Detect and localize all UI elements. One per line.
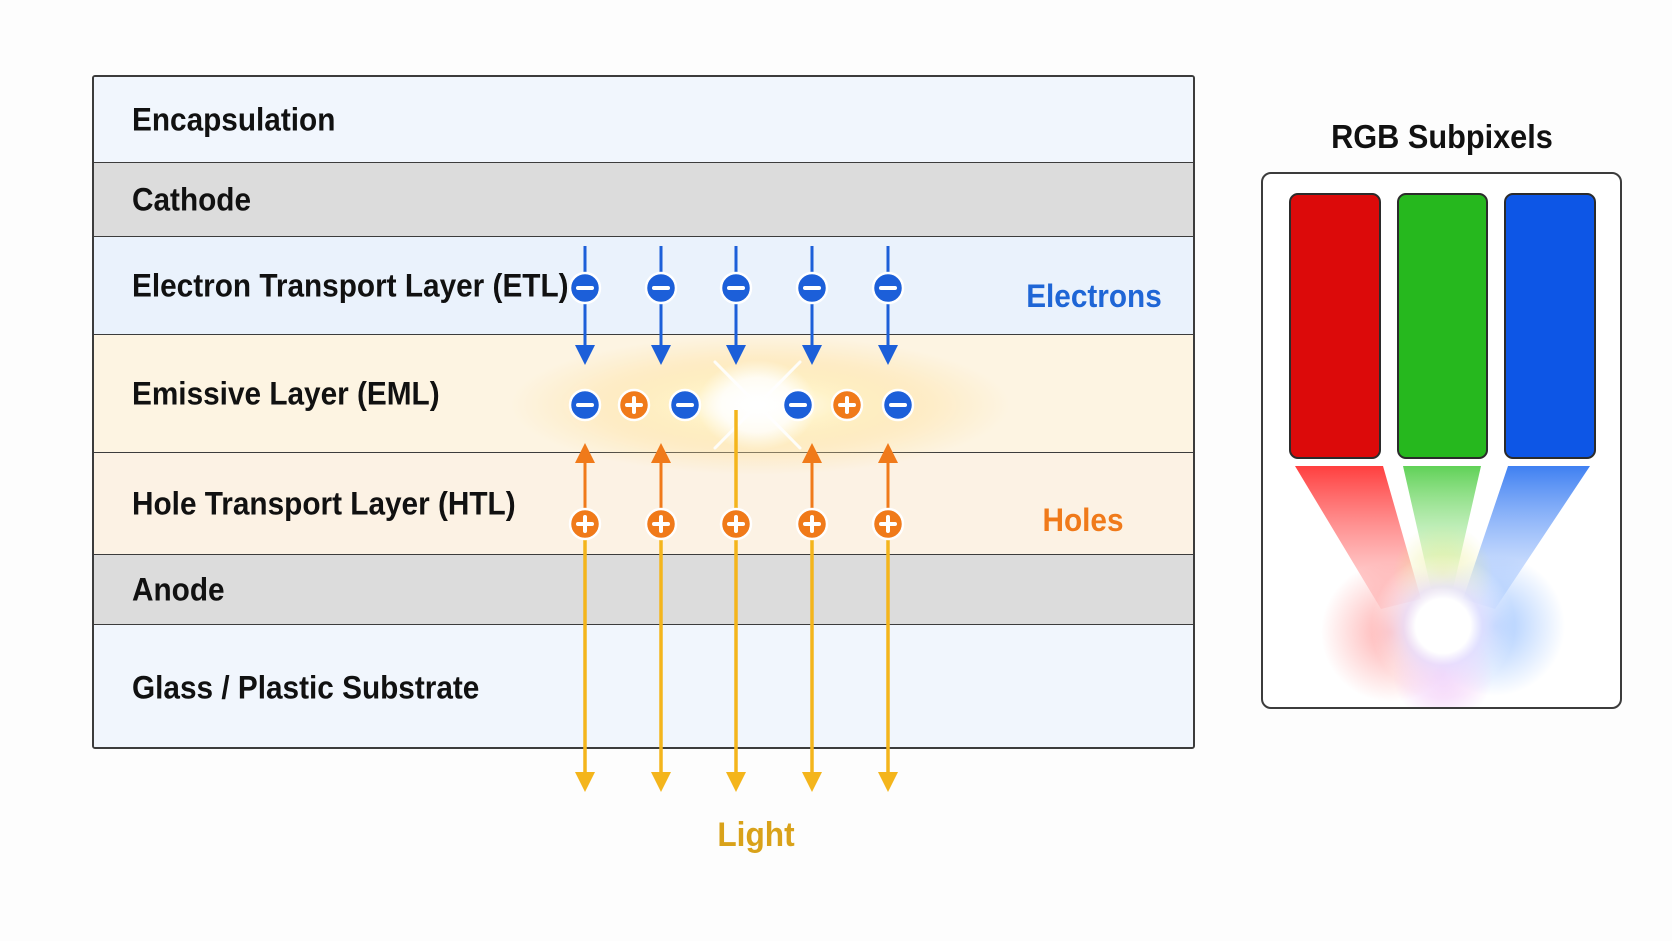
layer-encapsulation: Encapsulation: [94, 77, 1193, 163]
light-arrow-head: [651, 772, 671, 792]
layer-label: Hole Transport Layer (HTL): [132, 485, 516, 521]
layer-eml: Emissive Layer (EML): [94, 335, 1193, 453]
oled-layer-stack: Encapsulation Cathode Electron Transport…: [92, 75, 1195, 749]
light-arrow-head: [878, 772, 898, 792]
light-arrow-head: [575, 772, 595, 792]
layer-label: Anode: [132, 571, 225, 607]
rgb-subpixels-graphic: [1289, 193, 1596, 707]
layer-substrate: Glass / Plastic Substrate: [94, 625, 1193, 747]
blue-subpixel: [1504, 193, 1596, 459]
layer-etl: Electron Transport Layer (ETL): [94, 237, 1193, 335]
layer-label: Cathode: [132, 181, 252, 217]
layer-label: Encapsulation: [132, 101, 336, 137]
rgb-subpixels-panel: [1261, 172, 1622, 709]
layer-label: Electron Transport Layer (ETL): [132, 267, 569, 303]
layer-htl: Hole Transport Layer (HTL): [94, 453, 1193, 555]
white-light-glow: [1371, 554, 1515, 698]
light-arrow-head: [726, 772, 746, 792]
layer-label: Glass / Plastic Substrate: [132, 669, 480, 706]
layer-anode: Anode: [94, 555, 1193, 625]
red-subpixel: [1289, 193, 1381, 459]
layer-cathode: Cathode: [94, 163, 1193, 237]
light-label: Light: [717, 815, 794, 853]
light-arrow-head: [802, 772, 822, 792]
rgb-subpixels-title: RGB Subpixels: [1331, 118, 1553, 155]
green-subpixel: [1397, 193, 1488, 459]
layer-label: Emissive Layer (EML): [132, 375, 440, 411]
